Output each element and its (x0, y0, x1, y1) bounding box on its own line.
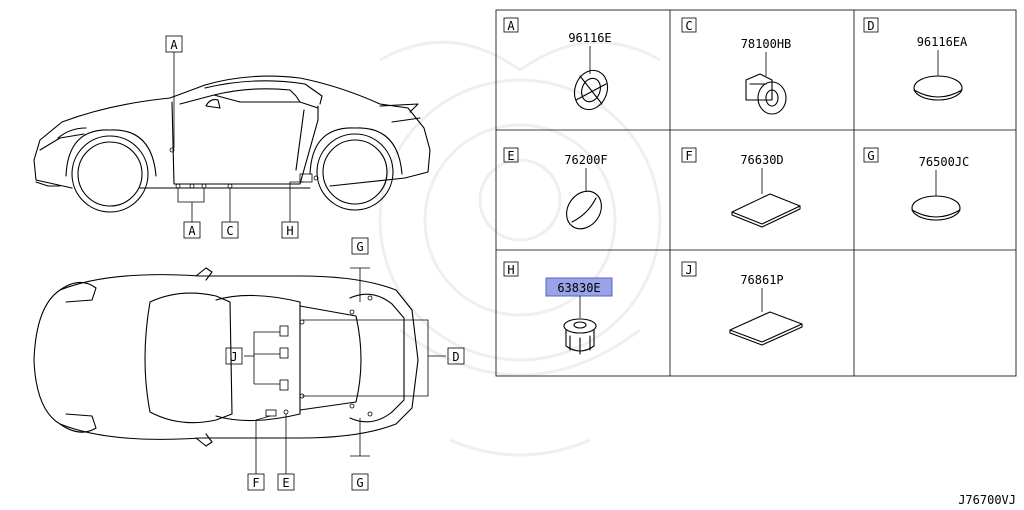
pad-sheet-icon (731, 193, 801, 228)
callout-j: J (225, 347, 243, 365)
svg-text:G: G (356, 476, 363, 490)
callout-a-bottom: A (183, 221, 201, 239)
svg-text:96116E: 96116E (568, 31, 611, 45)
svg-text:76200F: 76200F (564, 153, 607, 167)
push-clip-icon (745, 73, 787, 115)
part-cell-e[interactable]: E 76200F (503, 147, 609, 236)
svg-text:76500JC: 76500JC (919, 155, 970, 169)
svg-text:A: A (507, 19, 515, 33)
svg-text:63830E: 63830E (557, 281, 600, 295)
part-cell-h[interactable]: H 63830E (503, 261, 613, 355)
part-cell-j[interactable]: J 76861P (681, 261, 803, 346)
oval-plug-icon (913, 75, 963, 101)
callout-e: E (277, 473, 295, 491)
car-top-view (33, 267, 446, 474)
part-cell-d[interactable]: D 96116EA (863, 17, 968, 101)
svg-text:76861P: 76861P (740, 273, 783, 287)
svg-text:F: F (685, 149, 692, 163)
part-cell-f[interactable]: F 76630D (681, 147, 801, 228)
callout-a-top: A (165, 35, 183, 53)
car-side-view (33, 52, 431, 222)
svg-text:F: F (252, 476, 259, 490)
diagram-code: J76700VJ (958, 493, 1016, 507)
svg-text:96116EA: 96116EA (917, 35, 968, 49)
round-plug-icon (566, 190, 602, 230)
fastener-clip-icon (563, 318, 597, 355)
svg-text:E: E (282, 476, 289, 490)
svg-text:G: G (867, 149, 874, 163)
svg-text:J: J (685, 263, 692, 277)
watermark-crest-icon (378, 40, 662, 457)
pad-sheet-icon (729, 311, 803, 346)
callout-d: D (447, 347, 465, 365)
svg-text:C: C (685, 19, 692, 33)
svg-text:H: H (286, 224, 293, 238)
svg-text:78100HB: 78100HB (741, 37, 792, 51)
callout-f: F (247, 473, 265, 491)
svg-text:G: G (356, 240, 363, 254)
grommet-icon (573, 69, 609, 111)
svg-text:H: H (507, 263, 514, 277)
svg-text:C: C (226, 224, 233, 238)
callout-h: H (281, 221, 299, 239)
parts-grid (495, 9, 1017, 377)
part-cell-a[interactable]: A 96116E (503, 17, 613, 114)
svg-text:J: J (230, 350, 237, 364)
part-number-highlight (545, 277, 613, 297)
svg-text:D: D (867, 19, 874, 33)
callout-c: C (221, 221, 239, 239)
part-cell-g[interactable]: G 76500JC (863, 147, 970, 221)
svg-text:76630D: 76630D (740, 153, 783, 167)
oval-plug-icon (911, 195, 961, 221)
callout-g-bottom: G (351, 473, 369, 491)
part-cell-c[interactable]: C 78100HB (681, 17, 792, 115)
svg-text:A: A (188, 224, 196, 238)
callout-g-top: G (351, 237, 369, 255)
svg-text:E: E (507, 149, 514, 163)
svg-text:A: A (170, 38, 178, 52)
svg-text:D: D (452, 350, 459, 364)
